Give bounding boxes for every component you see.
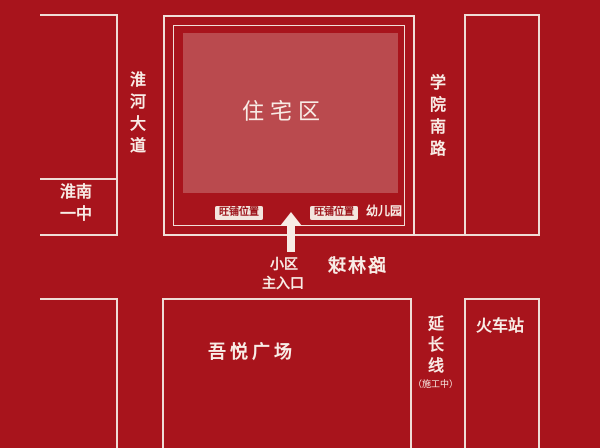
xueyuan-road-char: 院	[430, 95, 447, 114]
road-edge	[464, 14, 466, 236]
road-edge	[464, 14, 540, 16]
road-edge	[538, 298, 540, 448]
road-edge	[116, 298, 118, 448]
extension-road-label: 延 长 线	[428, 316, 444, 374]
entrance-label-line2: 主入口	[262, 276, 304, 292]
wuyue-plaza-label: 吾悦广场	[208, 342, 296, 363]
shop-location-badge-right: 旺铺位置	[310, 206, 358, 220]
extension-road-char: 线	[428, 356, 445, 375]
up-arrow-icon	[280, 212, 302, 252]
road-edge	[464, 298, 466, 448]
xueyuan-road-char: 学	[430, 73, 447, 92]
road-edge	[40, 298, 118, 300]
under-construction-label: （施工中）	[413, 380, 459, 390]
road-edge	[116, 14, 118, 178]
road-edge	[464, 234, 540, 236]
shop-location-badge-left: 旺铺位置	[215, 206, 263, 220]
huaihe-avenue-char: 淮	[130, 70, 147, 89]
residential-area-label: 住宅区	[242, 100, 327, 125]
xueyuan-road-char: 路	[430, 139, 447, 158]
train-station-label: 火车站	[476, 316, 525, 335]
extension-road-char: 长	[428, 335, 445, 354]
road-edge	[40, 178, 118, 180]
road-edge	[410, 234, 466, 236]
road-edge	[162, 298, 164, 448]
huainan-school-label-line2: 一中	[60, 204, 93, 223]
huaihe-avenue-char: 大	[130, 114, 147, 133]
huaihe-avenue-char: 道	[130, 136, 147, 155]
huaihe-avenue-char: 河	[130, 92, 147, 111]
huaihe-avenue-label: 淮 河 大 道	[130, 72, 146, 154]
road-edge	[538, 14, 540, 236]
road-edge	[40, 234, 118, 236]
xueyuan-road-char: 南	[430, 117, 447, 136]
road-edge	[464, 298, 540, 300]
road-edge	[116, 180, 118, 236]
residential-area-block	[183, 33, 398, 193]
entrance-label-line1: 小区	[270, 257, 298, 273]
road-edge	[162, 298, 412, 300]
road-edge	[40, 14, 116, 16]
road-edge	[410, 298, 412, 448]
extension-road-char: 延	[428, 314, 445, 333]
kindergarten-label: 幼儿园	[366, 204, 403, 218]
xueyuan-south-road-label: 学 院 南 路	[430, 75, 446, 157]
huainan-school-label-line1: 淮南	[60, 182, 93, 201]
road-name-mirrored: 路林球	[326, 256, 386, 277]
